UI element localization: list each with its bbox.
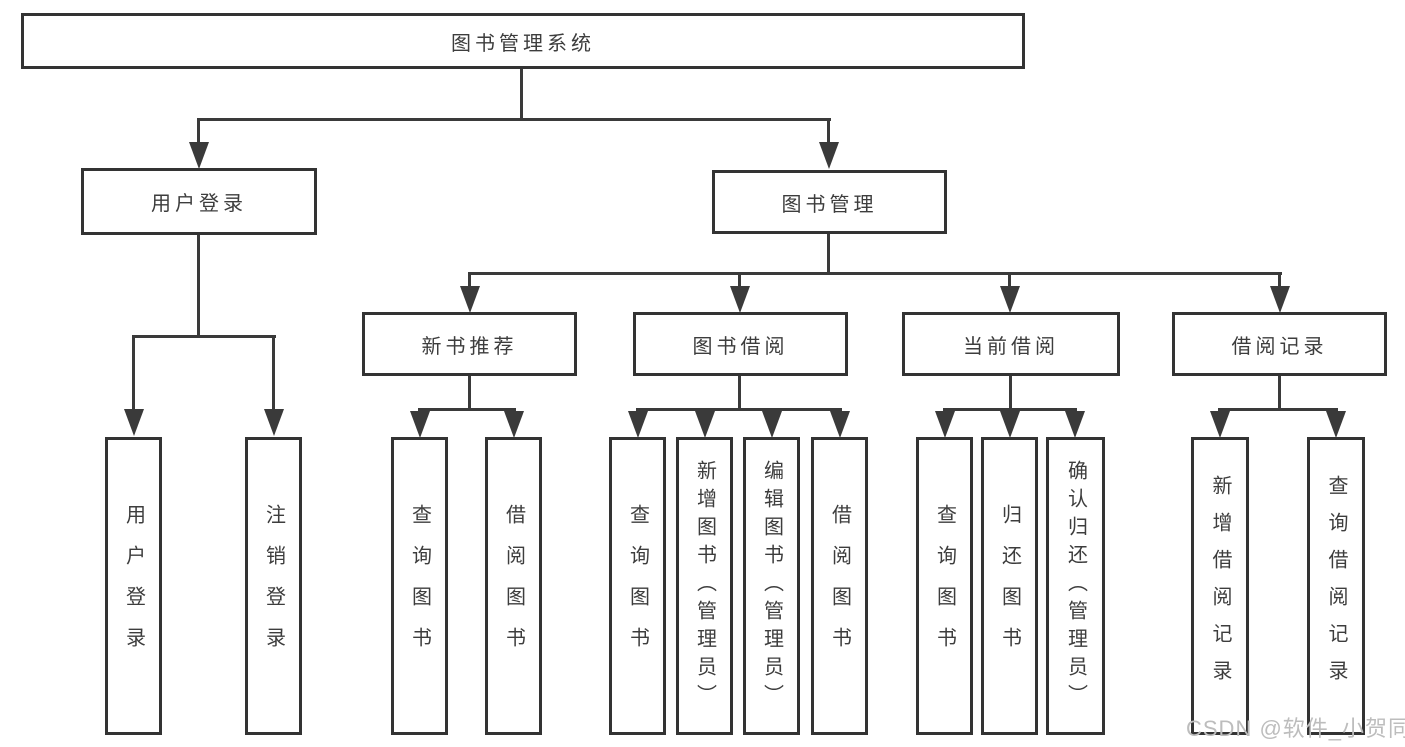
leaf-user-login: 用户登录 [105,437,162,735]
node-label: 用户登录 [122,504,145,668]
leaf-add-book-admin: 新增图书（管理员） [676,437,733,735]
leaf-add-borrow-record: 新增借阅记录 [1191,437,1249,735]
node-label: 查询图书 [626,504,649,668]
node-new-book-recommendation: 新书推荐 [362,312,577,376]
node-label: 注销登录 [262,504,285,668]
connector-line [738,274,741,288]
leaf-query-borrow-record: 查询借阅记录 [1307,437,1365,735]
node-label: 新增借阅记录 [1209,475,1231,697]
arrow-down-icon [830,411,850,438]
arrow-down-icon [1000,411,1020,438]
leaf-query-books-recommendation: 查询图书 [391,437,448,735]
connector-line [197,120,200,144]
connector-line [636,408,842,411]
node-label: 确认归还（管理员） [1064,460,1087,712]
arrow-down-icon [730,286,750,313]
arrow-down-icon [264,409,284,436]
arrow-down-icon [1210,411,1230,438]
connector-line [1008,274,1011,288]
node-label: 图书管理 [781,193,878,216]
node-label: 归还图书 [998,504,1021,668]
connector-line [738,376,741,410]
node-label: 用户登录 [151,193,247,215]
arrow-down-icon [460,286,480,313]
connector-line [132,337,135,412]
arrow-down-icon [1000,286,1020,313]
arrow-down-icon [124,409,144,436]
node-book-borrowing: 图书借阅 [633,312,848,376]
node-label: 新增图书（管理员） [693,460,716,712]
arrow-down-icon [410,411,430,438]
leaf-query-books-current: 查询图书 [916,437,973,735]
node-label: 图书借阅 [692,335,789,358]
node-label: 新书推荐 [421,335,518,358]
watermark: CSDN @软件_小贺同学 [1186,716,1405,741]
node-label: 借阅图书 [828,504,851,668]
arrow-down-icon [189,142,209,169]
node-label: 编辑图书（管理员） [760,460,783,712]
leaf-query-books-borrowing: 查询图书 [609,437,666,735]
node-library-management-system: 图书管理系统 [21,13,1025,69]
connector-line [468,376,471,410]
connector-line [1218,408,1338,411]
node-borrowing-records: 借阅记录 [1172,312,1387,376]
arrow-down-icon [695,411,715,438]
arrow-down-icon [762,411,782,438]
arrow-down-icon [935,411,955,438]
connector-line [943,408,1077,411]
arrow-down-icon [819,142,839,169]
node-user-login-branch: 用户登录 [81,168,317,235]
leaf-confirm-return-admin: 确认归还（管理员） [1046,437,1105,735]
node-book-management-branch: 图书管理 [712,170,947,234]
arrow-down-icon [1065,411,1085,438]
connector-line [1278,274,1281,288]
connector-line [197,118,831,121]
arrow-down-icon [1270,286,1290,313]
connector-line [1278,376,1281,410]
connector-line [520,69,523,120]
node-label: 查询图书 [933,504,956,668]
arrow-down-icon [504,411,524,438]
node-current-borrowing: 当前借阅 [902,312,1120,376]
connector-line [418,408,516,411]
arrow-down-icon [628,411,648,438]
leaf-return-books: 归还图书 [981,437,1038,735]
node-label: 查询图书 [408,504,431,668]
connector-line [827,120,830,144]
connector-line [468,274,471,288]
connector-line [272,337,275,412]
node-label: 查询借阅记录 [1325,475,1347,697]
node-label: 当前借阅 [963,335,1059,358]
leaf-borrow-books-recommendation: 借阅图书 [485,437,542,735]
leaf-logout: 注销登录 [245,437,302,735]
node-label: 图书管理系统 [451,32,595,55]
node-label: 借阅图书 [502,504,525,668]
leaf-edit-book-admin: 编辑图书（管理员） [743,437,800,735]
leaf-borrow-books-borrowing: 借阅图书 [811,437,868,735]
arrow-down-icon [1326,411,1346,438]
connector-line [827,234,830,274]
connector-line [468,272,1282,275]
connector-line [197,235,200,337]
node-label: 借阅记录 [1231,335,1328,358]
connector-line [1009,376,1012,410]
connector-line [132,335,276,338]
